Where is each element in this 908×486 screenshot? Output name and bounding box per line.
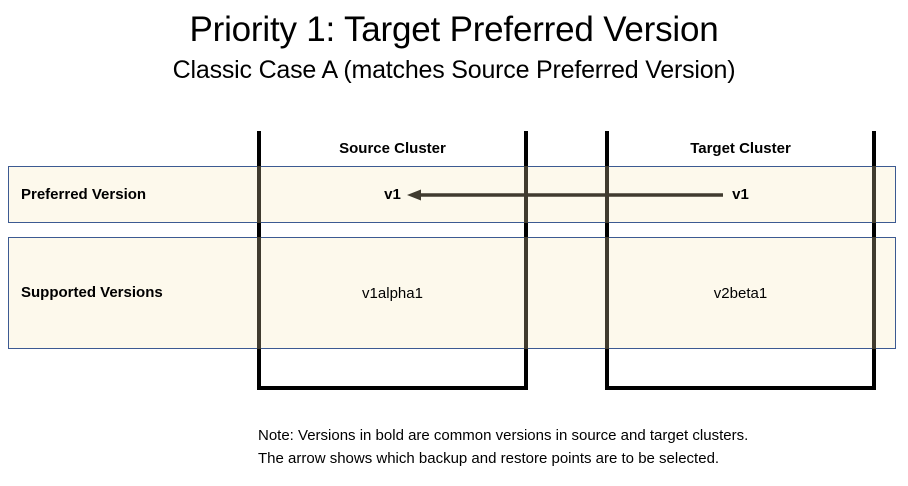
source-supported-versions-value: v1alpha1 [362,285,423,302]
target-cluster-footer-strip [609,349,872,386]
row-band-supported-versions: Supported Versions [8,237,896,349]
target-cluster-gap-strip [609,223,872,237]
row-label-preferred-version: Preferred Version [21,186,147,203]
target-supported-versions-value: v2beta1 [713,285,768,302]
row-band-preferred-version: Preferred Version [8,166,896,223]
note-line-2: The arrow shows which backup and restore… [258,450,720,467]
source-preferred-version-value: v1 [384,186,401,203]
target-preferred-version-value: v1 [732,186,749,203]
source-cluster-footer-strip [261,349,524,386]
row-label-supported-versions: Supported Versions [21,284,163,301]
page-subtitle: Classic Case A (matches Source Preferred… [172,56,736,84]
title-block: Priority 1: Target Preferred Version Cla… [0,8,908,86]
page-title: Priority 1: Target Preferred Version [189,10,719,49]
source-cluster-gap-strip [261,223,524,237]
target-cluster-header: Target Cluster [609,131,872,166]
note-line-1: Note: Versions in bold are common versio… [258,427,749,444]
source-cluster-header: Source Cluster [261,131,524,166]
note-block: Note: Versions in bold are common versio… [258,424,878,470]
